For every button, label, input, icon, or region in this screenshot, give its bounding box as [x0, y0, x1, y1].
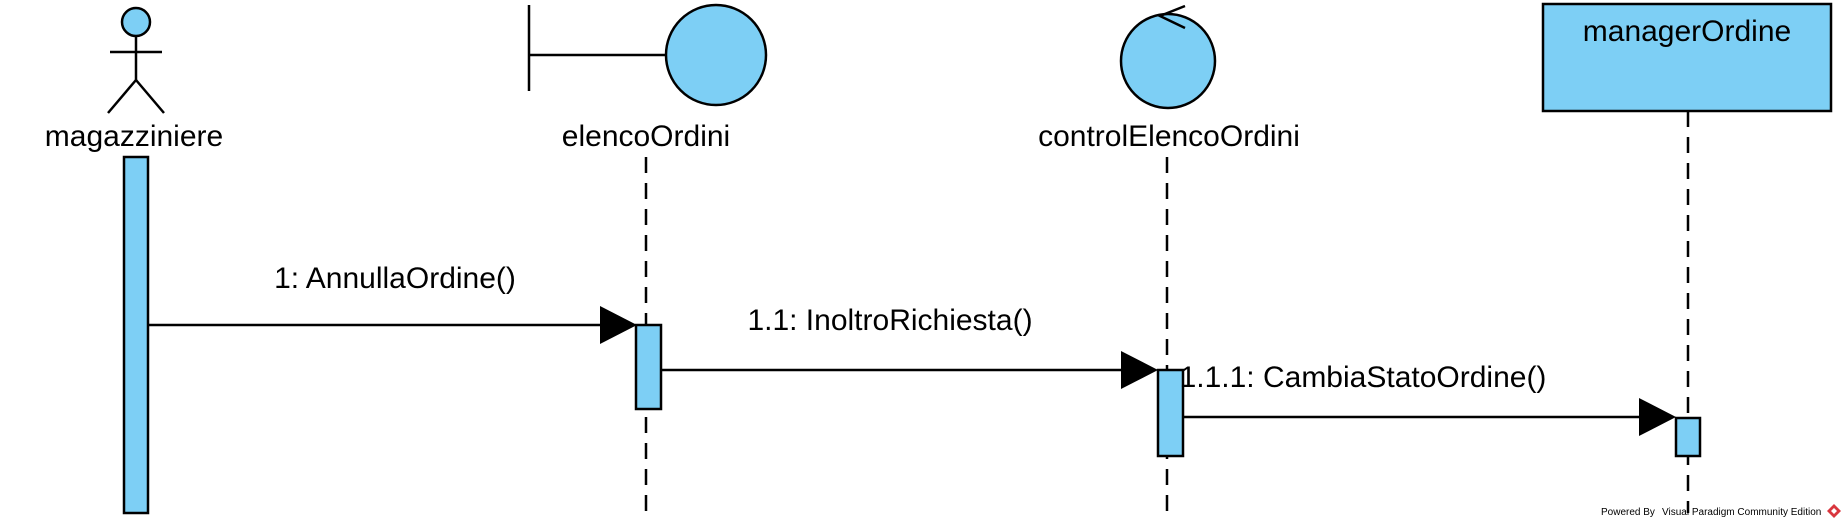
message-label: 1.1.1: CambiaStatoOrdine() [1180, 361, 1547, 394]
arrowhead-icon [1121, 351, 1158, 389]
arrowhead-icon [600, 306, 637, 344]
activation-bar [1156, 368, 1185, 458]
participant-controlElencoOrdini[interactable]: controlElencoOrdini [1038, 4, 1300, 513]
watermark: Powered By Visual Paradigm Community Edi… [1601, 504, 1841, 518]
boundary-icon [527, 3, 768, 107]
participant-label: managerOrdine [1583, 15, 1791, 48]
activation-bar [634, 323, 663, 411]
message-1-1-1[interactable]: 1.1.1: CambiaStatoOrdine() [1180, 361, 1676, 436]
message-1[interactable]: 1: AnnullaOrdine() [148, 262, 637, 344]
watermark-product: Visual Paradigm Community Edition [1662, 507, 1821, 518]
participant-label: controlElencoOrdini [1038, 120, 1300, 153]
activation-bar [1674, 416, 1702, 458]
participant-elencoOrdini[interactable]: elencoOrdini [527, 3, 768, 513]
visual-paradigm-logo-icon [1827, 504, 1841, 518]
activation-bar [122, 155, 150, 515]
watermark-prefix: Powered By [1601, 507, 1655, 518]
participant-label: elencoOrdini [562, 120, 730, 153]
participant-magazziniere[interactable]: magazziniere [45, 6, 223, 515]
arrowhead-icon [1639, 398, 1676, 436]
participant-label: magazziniere [45, 120, 223, 153]
participant-managerOrdine[interactable]: managerOrdine [1541, 2, 1833, 513]
message-label: 1: AnnullaOrdine() [274, 262, 516, 295]
message-label: 1.1: InoltroRichiesta() [747, 304, 1032, 337]
control-icon [1119, 4, 1217, 110]
message-1-1[interactable]: 1.1: InoltroRichiesta() [661, 304, 1158, 389]
actor-icon [107, 6, 165, 114]
